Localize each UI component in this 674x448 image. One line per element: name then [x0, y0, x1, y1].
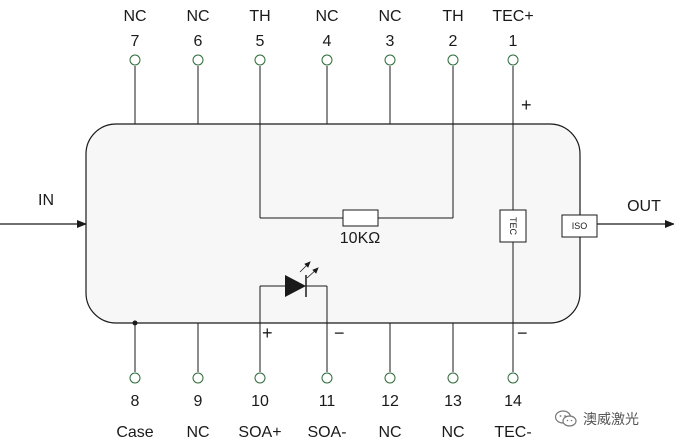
pin-7-number: 7 [130, 33, 140, 50]
pin-4-number: 4 [322, 33, 332, 50]
input-label: IN [38, 192, 54, 209]
pin-1-number: 1 [508, 33, 518, 50]
pin-14-name: TEC- [494, 424, 532, 441]
bottom-pin-terminals [129, 372, 519, 384]
pin-14-number: 14 [504, 393, 522, 410]
isolator-block [561, 214, 598, 238]
pin-7-name: NC [123, 8, 147, 25]
pin-2-name: TH [442, 8, 464, 25]
light-emission-arrows-icon [299, 261, 319, 279]
pin-8-number: 8 [130, 393, 140, 410]
soa-wiring [259, 285, 328, 372]
pin-6-number: 6 [193, 33, 203, 50]
pin-11-name: SOA- [307, 424, 347, 441]
watermark-text: 澳威激光 [583, 411, 639, 427]
pin-3-number: 3 [385, 33, 395, 50]
soa-plus-sign: + [262, 323, 273, 343]
pin-9-number: 9 [193, 393, 203, 410]
pin-1-name: TEC+ [492, 8, 534, 25]
pin-11-number: 11 [318, 393, 336, 410]
soa-diode-icon [285, 275, 306, 297]
bottom-pin-leads [134, 323, 454, 372]
pin-13-number: 13 [444, 393, 462, 410]
pin-8-name: Case [116, 424, 154, 441]
watermark: 澳威激光 [555, 408, 639, 430]
tec-plus-sign: + [521, 95, 532, 115]
pin-13-name: NC [441, 424, 465, 441]
thermistor-resistor [342, 209, 379, 227]
pin-10-name: SOA+ [238, 424, 282, 441]
pin-3-name: NC [378, 8, 402, 25]
top-pin-leads [134, 66, 514, 218]
pin-2-number: 2 [448, 33, 458, 50]
thermistor-label: 10KΩ [339, 230, 381, 247]
tec-block-label: TEC [508, 217, 518, 235]
tec-block [499, 209, 527, 243]
pin-10-number: 10 [251, 393, 269, 410]
pin-12-number: 12 [381, 393, 399, 410]
pin-5-name: TH [249, 8, 271, 25]
pin-9-name: NC [186, 424, 210, 441]
tec-minus-sign: − [517, 323, 528, 343]
soa-minus-sign: − [334, 323, 345, 343]
output-label: OUT [627, 198, 661, 215]
isolator-label: ISO [571, 221, 588, 231]
pin-4-name: NC [315, 8, 339, 25]
top-pin-terminals [129, 54, 519, 66]
wechat-icon [555, 410, 577, 427]
pin-6-name: NC [186, 8, 210, 25]
pin-12-name: NC [378, 424, 402, 441]
pin-5-number: 5 [255, 33, 265, 50]
case-ground-dot [132, 320, 138, 326]
